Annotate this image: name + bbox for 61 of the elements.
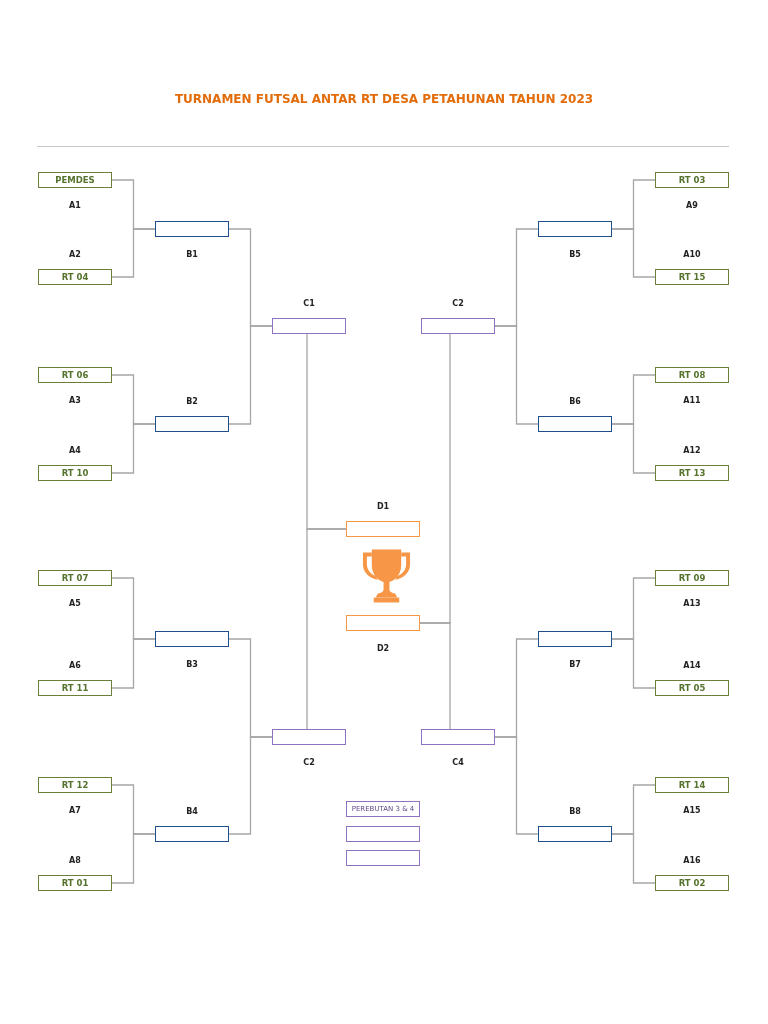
bracket-line xyxy=(494,736,539,835)
bracket-line xyxy=(228,736,273,835)
team-name-box: RT 05 xyxy=(655,680,729,696)
bracket-line xyxy=(611,423,656,474)
match-code-label: B2 xyxy=(186,397,198,407)
match-code-label: A1 xyxy=(69,201,81,211)
match-code-label: A5 xyxy=(69,599,81,609)
match-code-label: A2 xyxy=(69,250,81,260)
match-code-label: A11 xyxy=(683,396,701,406)
match-code-label: C4 xyxy=(452,758,464,768)
bracket-line xyxy=(494,325,539,425)
team-name-box: RT 07 xyxy=(38,570,112,586)
match-code-label: A8 xyxy=(69,856,81,866)
team-name-box: RT 08 xyxy=(655,367,729,383)
match-code-label: B6 xyxy=(569,397,581,407)
match-code-label: B5 xyxy=(569,250,581,260)
match-code-label: B7 xyxy=(569,660,581,670)
team-name-box: RT 13 xyxy=(655,465,729,481)
match-code-label: B8 xyxy=(569,807,581,817)
team-name-box: RT 11 xyxy=(38,680,112,696)
bracket-line xyxy=(611,228,656,278)
match-code-label: A9 xyxy=(686,201,698,211)
team-name-box: RT 03 xyxy=(655,172,729,188)
team-name-box: RT 06 xyxy=(38,367,112,383)
match-code-label: A10 xyxy=(683,250,701,260)
match-code-label: A13 xyxy=(683,599,701,609)
team-name-box: RT 12 xyxy=(38,777,112,793)
team-name-box: RT 14 xyxy=(655,777,729,793)
team-name-box: RT 09 xyxy=(655,570,729,586)
match-code-label: C1 xyxy=(303,299,315,309)
match-code-label: C2 xyxy=(303,758,315,768)
team-name-box: PEMDES xyxy=(38,172,112,188)
match-code-label: A6 xyxy=(69,661,81,671)
bracket-line xyxy=(419,622,451,730)
title: TURNAMEN FUTSAL ANTAR RT DESA PETAHUNAN TAHUN 2023 xyxy=(174,92,594,106)
bracket-line xyxy=(306,528,347,730)
bracket-line xyxy=(111,423,156,474)
match-code-label: A12 xyxy=(683,446,701,456)
bracket-line xyxy=(111,228,156,278)
match-code-label: D2 xyxy=(376,644,390,654)
team-name-box: RT 02 xyxy=(655,875,729,891)
match-code-label: A4 xyxy=(69,446,81,456)
match-code-label: A3 xyxy=(69,396,81,406)
match-code-label: A14 xyxy=(683,661,701,671)
match-code-label: B4 xyxy=(186,807,198,817)
match-code-label: C2 xyxy=(452,299,464,309)
team-name-box: RT 04 xyxy=(38,269,112,285)
team-name-box: RT 10 xyxy=(38,465,112,481)
bracket-line xyxy=(228,325,273,425)
match-code-label: A15 xyxy=(683,806,701,816)
match-code-label: D1 xyxy=(376,502,390,512)
match-code-label: A16 xyxy=(683,856,701,866)
match-code-label: B3 xyxy=(186,660,198,670)
match-code-label: A7 xyxy=(69,806,81,816)
team-name-box: RT 15 xyxy=(655,269,729,285)
bracket-line xyxy=(611,833,656,884)
match-code-label: B1 xyxy=(186,250,198,260)
bracket-line xyxy=(611,638,656,689)
bracket-line xyxy=(111,833,156,884)
bracket-line xyxy=(111,638,156,689)
team-name-box: RT 01 xyxy=(38,875,112,891)
